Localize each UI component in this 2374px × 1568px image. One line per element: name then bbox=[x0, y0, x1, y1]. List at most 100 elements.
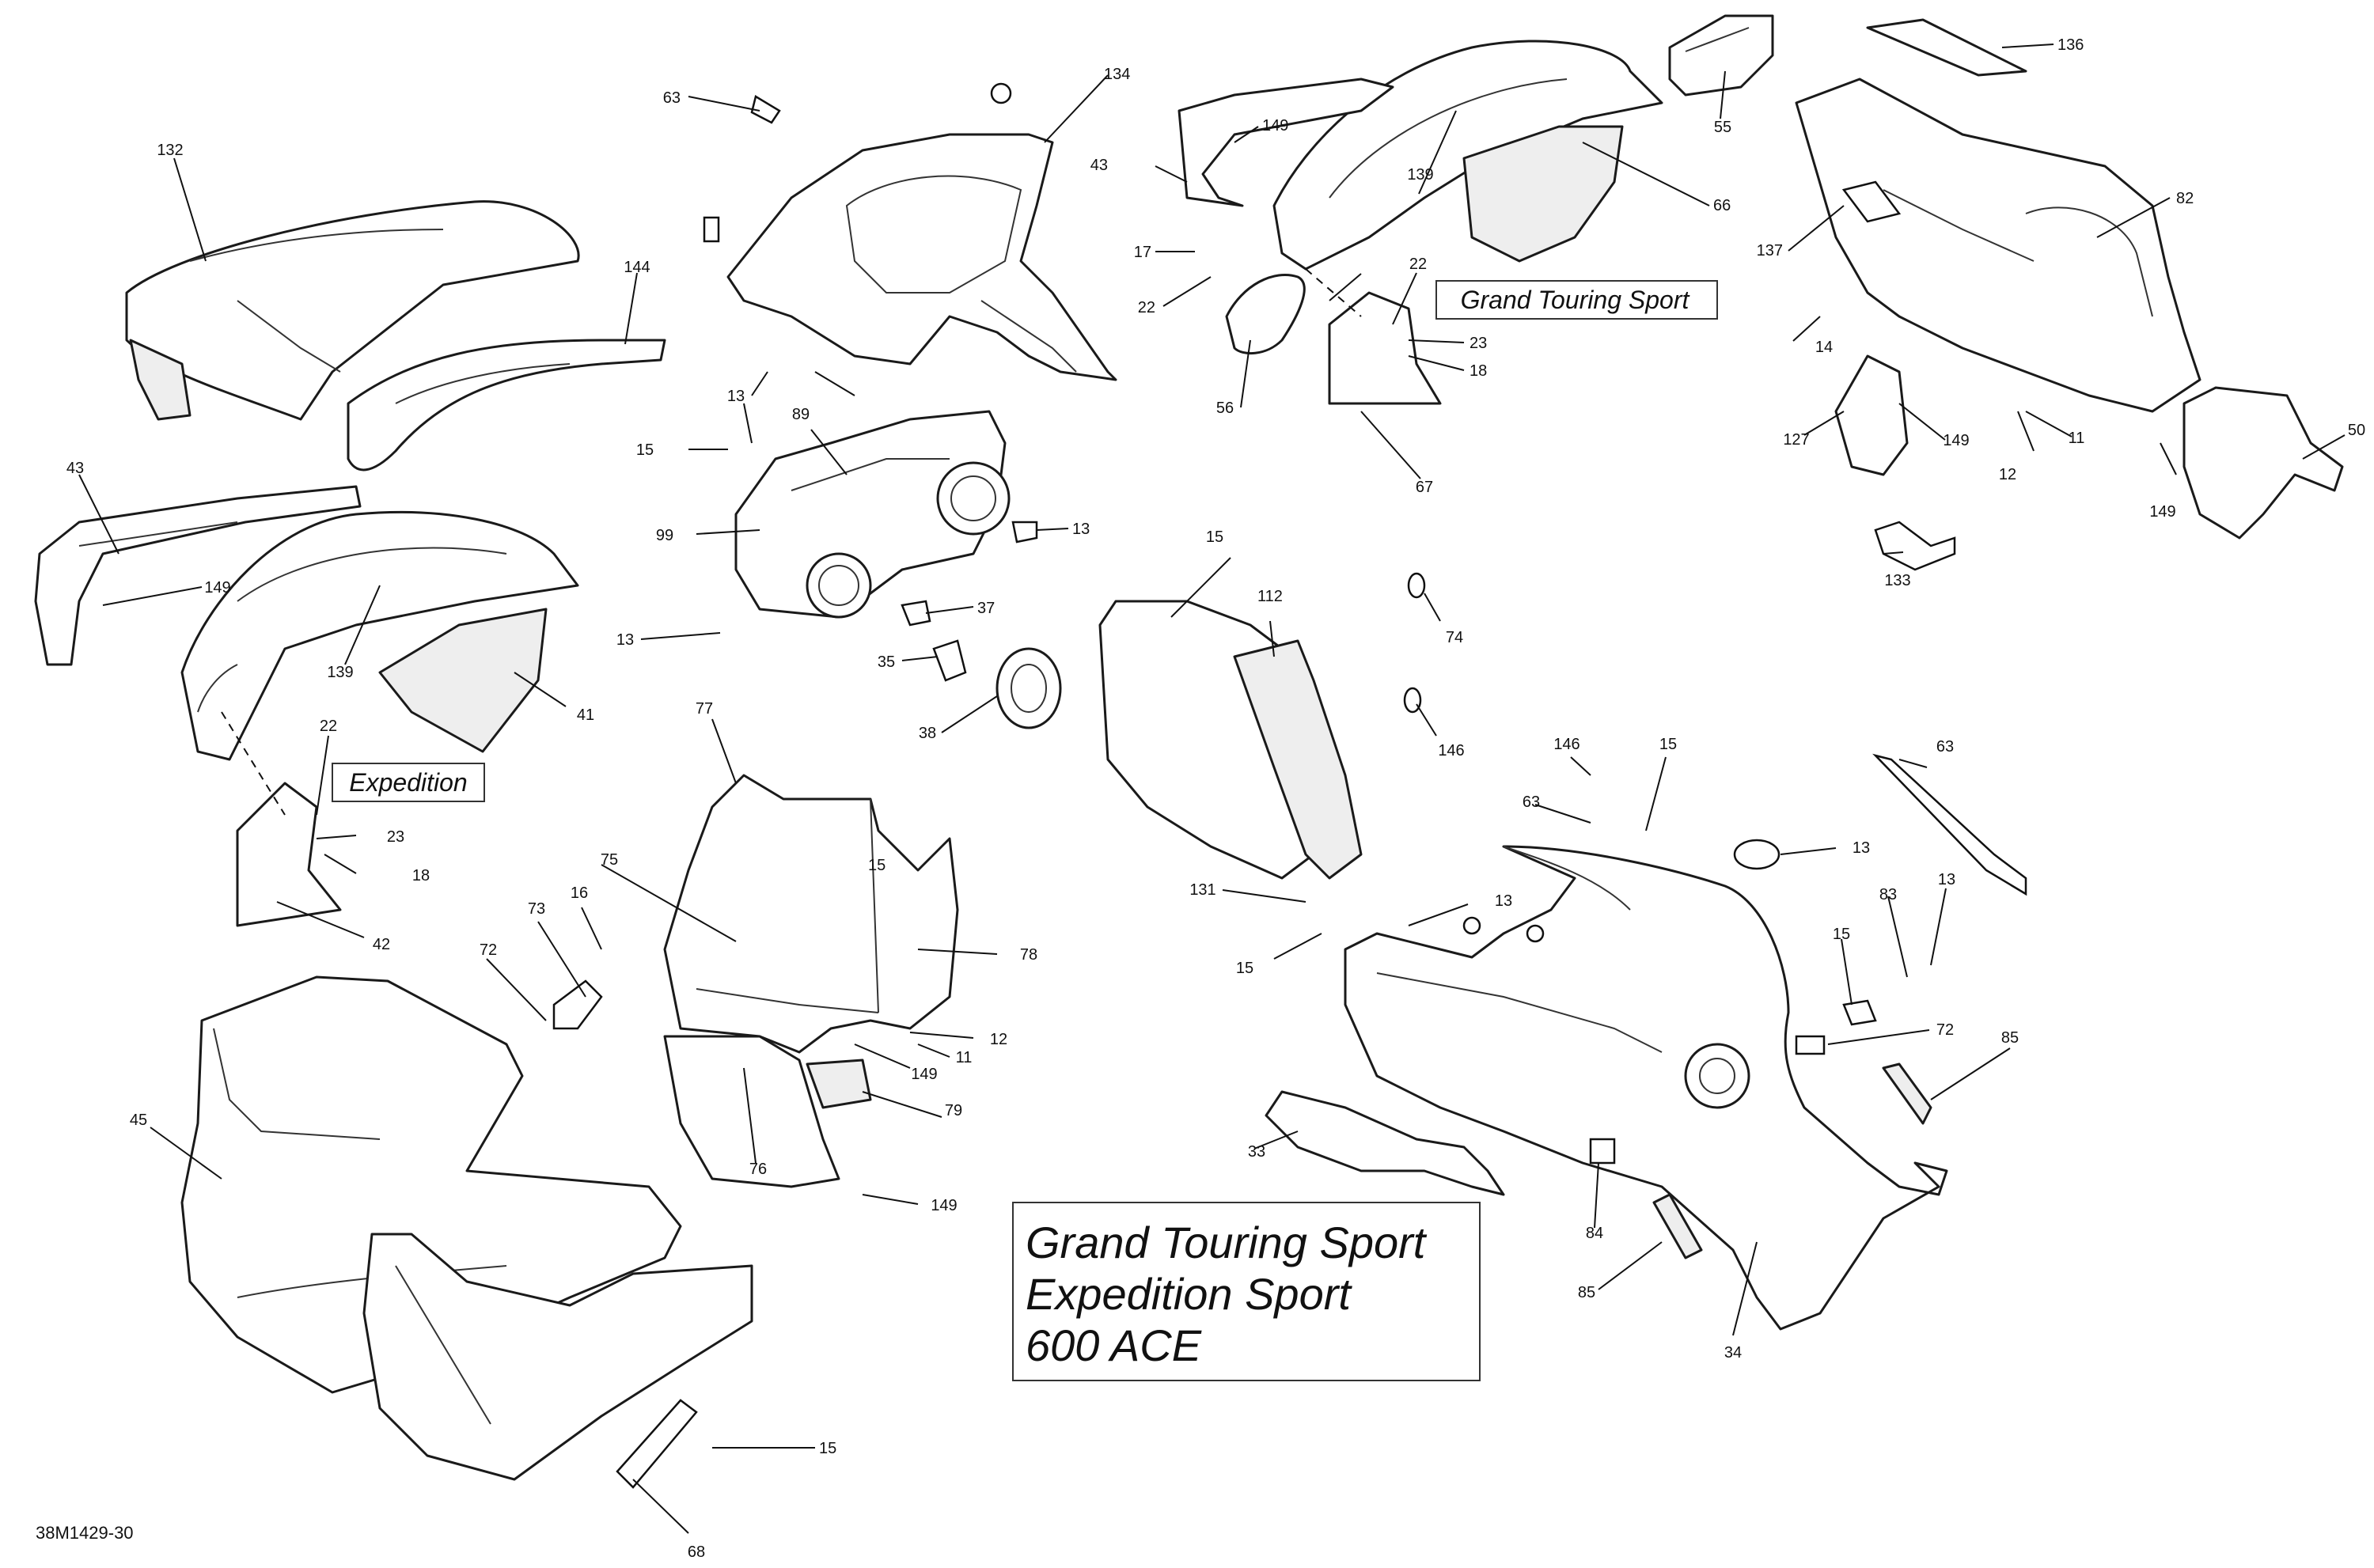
callout: 38 bbox=[919, 725, 936, 742]
part-89-headlamp-assembly bbox=[734, 410, 1011, 619]
part-66-deflector bbox=[1462, 125, 1624, 263]
callout: 13 bbox=[1938, 871, 1955, 888]
part-43-upper-bracket bbox=[1178, 78, 1394, 207]
part-45-side-panel bbox=[180, 975, 753, 1481]
callout: 139 bbox=[1407, 166, 1433, 184]
part-43-left-bracket bbox=[34, 485, 362, 666]
callout: 13 bbox=[1072, 521, 1090, 538]
part-137-bracket bbox=[1841, 180, 1902, 223]
callout: 12 bbox=[1999, 466, 2016, 483]
part-133-bracket bbox=[1874, 521, 1956, 571]
callout: 45 bbox=[130, 1112, 147, 1129]
callout: 37 bbox=[977, 600, 995, 617]
part-85-pads bbox=[1589, 1035, 1826, 1165]
callout: 149 bbox=[931, 1197, 957, 1214]
part-146-grommets bbox=[1403, 572, 1426, 714]
callout: 112 bbox=[1257, 588, 1283, 605]
callout: 146 bbox=[1553, 736, 1580, 753]
svg-text:Grand Touring Sport: Grand Touring Sport bbox=[1461, 286, 1690, 314]
part-145-front-fascia bbox=[1344, 839, 1948, 1331]
callout: 66 bbox=[1713, 197, 1731, 214]
part-134-headlight-housing bbox=[703, 82, 1117, 381]
callout: 149 bbox=[1943, 432, 1969, 449]
part-84-duct bbox=[1265, 1090, 1505, 1196]
svg-text:Expedition: Expedition bbox=[349, 768, 467, 797]
part-83-strap bbox=[1872, 753, 2027, 896]
part-72-switch-right bbox=[1842, 999, 1877, 1026]
callout: 132 bbox=[157, 142, 183, 159]
callout: 89 bbox=[792, 406, 810, 423]
part-67-lower-bracket bbox=[1328, 291, 1442, 405]
callout: 13 bbox=[727, 388, 745, 405]
callout: 41 bbox=[577, 706, 594, 724]
callout: 144 bbox=[624, 259, 650, 276]
callout: 76 bbox=[749, 1161, 767, 1178]
callout: 55 bbox=[1714, 119, 1731, 136]
part-139-expedition-windshield bbox=[180, 510, 579, 761]
svg-text:600 ACE: 600 ACE bbox=[1026, 1320, 1202, 1370]
callout: 127 bbox=[1783, 431, 1809, 449]
callout: 16 bbox=[571, 884, 588, 902]
callout: 15 bbox=[1236, 960, 1253, 977]
part-33-pad bbox=[1882, 1062, 1932, 1125]
callout: 78 bbox=[1020, 946, 1037, 964]
callout: 67 bbox=[1416, 479, 1433, 496]
part-68-handle-bracket bbox=[616, 1399, 698, 1489]
callout: 149 bbox=[911, 1066, 937, 1083]
callout: 43 bbox=[66, 460, 84, 477]
part-56-mirror bbox=[1225, 273, 1306, 355]
callout: 84 bbox=[1586, 1225, 1603, 1242]
callout: 56 bbox=[1216, 400, 1234, 417]
callout: 11 bbox=[956, 1049, 973, 1066]
callout: 99 bbox=[656, 527, 673, 544]
callout: 33 bbox=[1248, 1143, 1265, 1161]
callout: 72 bbox=[480, 941, 497, 959]
part-127-vent bbox=[1834, 354, 1909, 476]
callout: 149 bbox=[204, 579, 230, 597]
part-75-side-panel bbox=[663, 774, 959, 1054]
callout: 137 bbox=[1757, 242, 1783, 259]
part-35-bulb bbox=[932, 639, 967, 682]
callout: 73 bbox=[528, 900, 545, 918]
callout: 14 bbox=[1815, 339, 1833, 356]
part-50-side-bracket bbox=[2182, 386, 2344, 540]
callout: 23 bbox=[387, 828, 404, 846]
callout: 83 bbox=[1879, 886, 1897, 903]
part-136-grille bbox=[1866, 18, 2027, 77]
callout: 82 bbox=[2176, 190, 2194, 207]
callout: 43 bbox=[1090, 157, 1108, 174]
callout: 23 bbox=[1470, 335, 1487, 352]
callout: 139 bbox=[327, 664, 353, 681]
callout: 13 bbox=[616, 631, 634, 649]
figure-reference: 38M1429-30 bbox=[36, 1523, 134, 1543]
leader-lines bbox=[78, 44, 2346, 1534]
callout: 75 bbox=[601, 851, 618, 869]
callout: 13 bbox=[1495, 892, 1512, 910]
callout: 15 bbox=[1659, 736, 1677, 753]
callout: 15 bbox=[636, 441, 654, 459]
callout: 133 bbox=[1884, 572, 1910, 589]
callout: 85 bbox=[1578, 1284, 1595, 1301]
callout: 22 bbox=[1138, 299, 1155, 316]
svg-text:Expedition Sport: Expedition Sport bbox=[1026, 1269, 1352, 1319]
part-82-console bbox=[1795, 78, 2201, 413]
callout: 68 bbox=[688, 1543, 705, 1561]
callout: 77 bbox=[696, 700, 713, 718]
part-37-socket bbox=[901, 600, 931, 627]
part-42-lower-bracket bbox=[236, 782, 342, 927]
callout: 12 bbox=[990, 1031, 1007, 1048]
svg-text:Grand Touring Sport: Grand Touring Sport bbox=[1026, 1218, 1428, 1267]
callout: 22 bbox=[1409, 256, 1427, 273]
callout: 34 bbox=[1724, 1344, 1742, 1362]
part-55-mirror bbox=[1668, 14, 1774, 97]
part-74-panel bbox=[1233, 639, 1363, 880]
part-34-pad bbox=[1652, 1193, 1703, 1259]
callout: 13 bbox=[1853, 839, 1870, 857]
callout: 22 bbox=[320, 718, 337, 735]
callout: 149 bbox=[1262, 117, 1288, 134]
part-79-small-panel bbox=[806, 1059, 872, 1109]
part-41-deflector bbox=[378, 608, 548, 753]
model-label-expedition: Expedition bbox=[332, 763, 485, 802]
callout: 85 bbox=[2001, 1029, 2019, 1047]
